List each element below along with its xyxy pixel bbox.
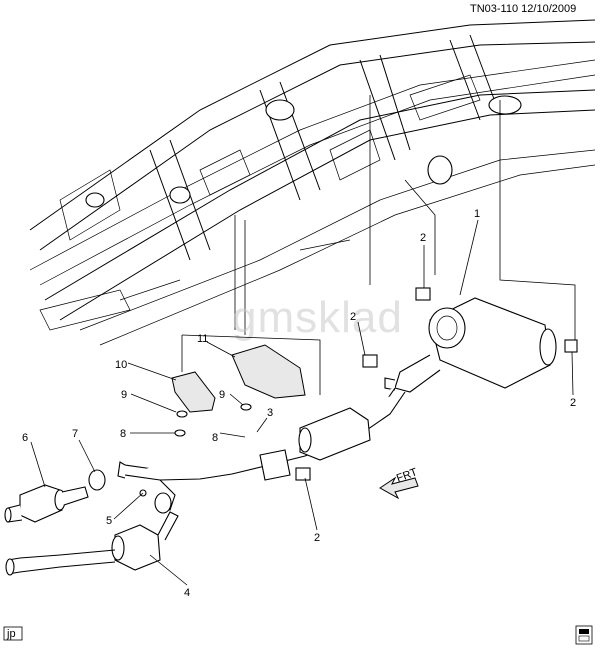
symbol-box-mark [579, 629, 589, 634]
resonator [299, 407, 371, 461]
corner-tag [3, 626, 23, 641]
callout-1: 1 [474, 208, 480, 220]
nut [174, 429, 186, 437]
intermediate-pipe [117, 387, 406, 511]
callout-8: 8 [212, 432, 218, 444]
rubber-insulator [362, 354, 378, 368]
callout-8: 8 [120, 428, 126, 440]
flange [259, 449, 291, 481]
callout-6: 6 [22, 432, 28, 444]
heat-shield-bracket [171, 371, 216, 413]
callout-2: 2 [570, 397, 576, 409]
rubber-insulator [295, 467, 311, 481]
muffler-assembly [362, 287, 578, 393]
callout-9: 9 [219, 389, 225, 401]
drawing-date: 12/10/2009 [521, 3, 577, 15]
catalytic-converter [114, 524, 161, 571]
callout-11: 11 [197, 333, 208, 345]
callout-2: 2 [314, 532, 320, 544]
drawing-code: TN03-110 [470, 3, 519, 15]
callout-9: 9 [121, 389, 127, 401]
callout-3: 3 [267, 407, 273, 419]
corner-marks: jp [3, 625, 593, 645]
heat-shield [231, 344, 306, 399]
rubber-insulator [415, 287, 431, 301]
washer [176, 410, 188, 418]
callout-leaders [30, 219, 574, 586]
clamp [154, 492, 172, 514]
front-direction-arrow: FRT [379, 466, 419, 500]
corner-tag-label: jp [6, 628, 16, 640]
catalytic-converters [4, 484, 179, 576]
washer [240, 403, 252, 411]
drawing-header: TN03-110 12/10/2009 [470, 3, 576, 15]
heat-shield-group [171, 334, 321, 441]
callout-10: 10 [115, 359, 127, 371]
clamps [88, 469, 172, 514]
callout-2: 2 [420, 232, 426, 244]
callout-labels: 1 2 2 2 2 3 4 5 6 7 8 8 9 9 10 11 [22, 208, 576, 599]
callout-2: 2 [350, 311, 356, 323]
rubber-insulator [564, 339, 578, 353]
callout-7: 7 [72, 428, 78, 440]
symbol-box-mark [578, 635, 590, 642]
watermark-text: gmsklad [232, 293, 403, 342]
vehicle-underbody [29, 19, 596, 346]
callout-4: 4 [184, 587, 190, 599]
callout-5: 5 [106, 515, 112, 527]
clamp [88, 469, 106, 491]
